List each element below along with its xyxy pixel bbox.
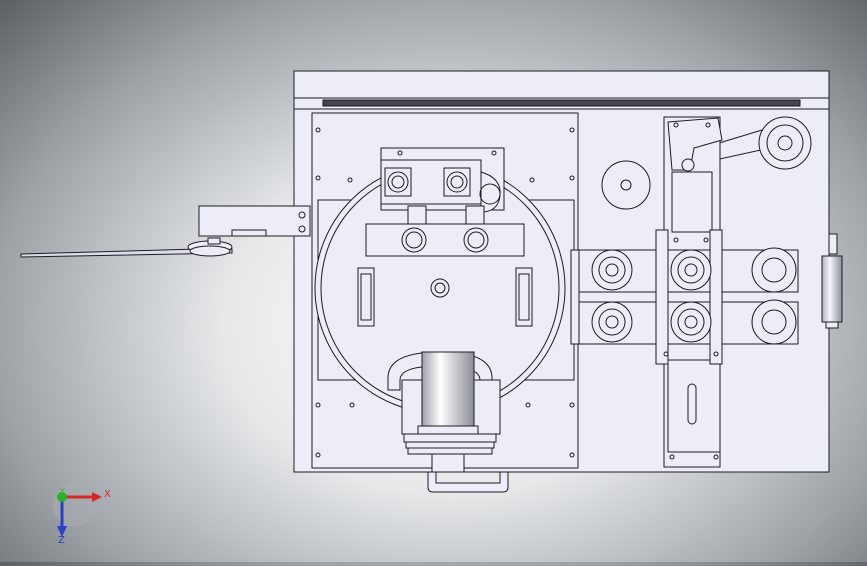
side-cylinder <box>821 233 843 329</box>
triad-z-label: Z <box>58 535 65 546</box>
feed-roller-section <box>570 116 812 468</box>
left-arm-bracket <box>20 205 311 258</box>
top-clamp-assembly <box>365 147 525 257</box>
mounting-holes <box>315 122 719 460</box>
triad-y-label: Y <box>59 487 65 496</box>
triad-x-label: X <box>104 489 111 500</box>
orientation-triad: X Y Z <box>53 483 111 546</box>
bottom-motor-assembly <box>387 351 509 493</box>
